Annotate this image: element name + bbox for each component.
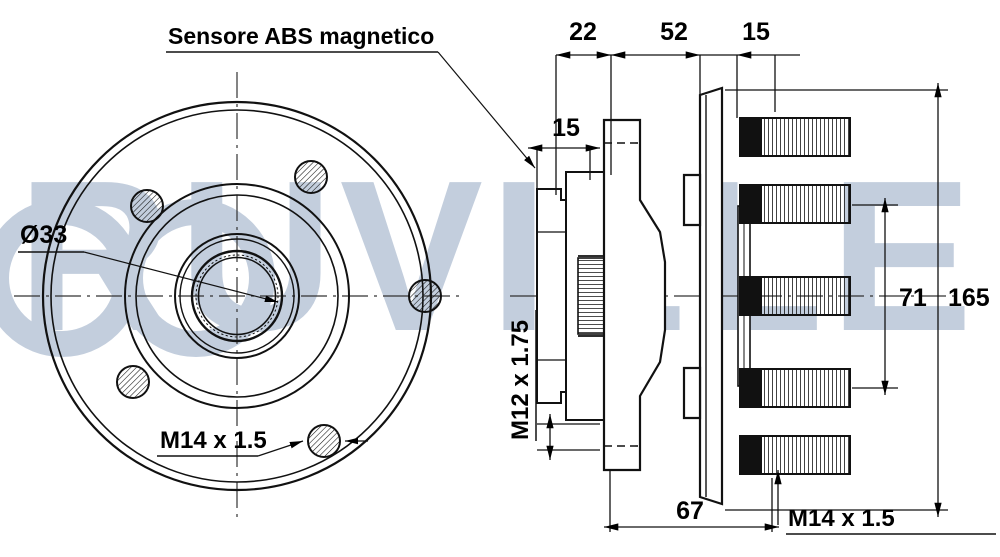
wheel-stud <box>739 435 851 475</box>
spline-bore-outer <box>190 249 284 343</box>
abs-sensor-ring <box>536 188 567 404</box>
m12-thread-callout: M12 x 1.75 <box>507 310 600 460</box>
hub-circle-outer <box>124 183 350 409</box>
stud-holes-group <box>116 160 442 458</box>
dimension-71 <box>852 198 898 395</box>
spline-teeth <box>195 254 279 338</box>
side-stud-thread-label: M14 x 1.5 <box>788 505 895 532</box>
bore-diameter-callout: Ø33 <box>18 221 279 303</box>
side-stud-thread-callout: M14 x 1.5 <box>774 470 996 535</box>
hub-section-view <box>510 86 955 506</box>
front-view-centerlines <box>14 72 462 522</box>
dimension-label-15-top: 15 <box>742 18 770 46</box>
hub-circle-inner2 <box>179 238 295 354</box>
ruville-watermark: RUVILLE <box>0 135 973 376</box>
dimension-label-67: 67 <box>676 497 704 525</box>
top-dimension-chain <box>555 51 800 195</box>
hub-circle-inner <box>174 233 300 359</box>
front-stud-leader <box>257 440 304 457</box>
wheel-studs-group <box>739 117 851 475</box>
wheel-stud <box>739 276 851 316</box>
dimension-label-52: 52 <box>660 18 688 46</box>
dimension-label-15-left: 15 <box>552 114 580 142</box>
dimension-15-left <box>528 144 600 190</box>
front-stud-thread-label: M14 x 1.5 <box>160 427 267 454</box>
dimension-label-71: 71 <box>899 284 927 312</box>
dimension-67 <box>604 470 779 532</box>
bore-leader-line <box>83 251 279 303</box>
dimension-label-22: 22 <box>569 18 597 46</box>
stud-hole <box>307 424 341 458</box>
wheel-stud <box>739 184 851 224</box>
flange-front-view <box>14 72 462 522</box>
m12-thread-label: M12 x 1.75 <box>507 320 534 440</box>
wheel-stud <box>739 368 851 408</box>
hub-flange-section <box>602 118 667 472</box>
page-title: Sensore ABS magnetico <box>168 23 434 49</box>
stud-hole <box>130 189 164 223</box>
stud-hole <box>294 160 328 194</box>
dimension-165 <box>725 83 948 517</box>
front-stud-thread-callout: M14 x 1.5 <box>157 427 368 457</box>
title-leader-line <box>437 51 536 169</box>
bore-diameter-label: Ø33 <box>20 221 67 249</box>
mounting-flange-plate <box>682 86 724 506</box>
wheel-stud <box>739 117 851 157</box>
m12-small-dimension <box>537 414 600 460</box>
stud-hole <box>408 279 442 313</box>
dimension-label-165: 165 <box>948 284 990 312</box>
stud-hole <box>116 365 150 399</box>
hub-circle-mid <box>135 194 339 398</box>
title-callout: Sensore ABS magnetico <box>166 23 536 169</box>
